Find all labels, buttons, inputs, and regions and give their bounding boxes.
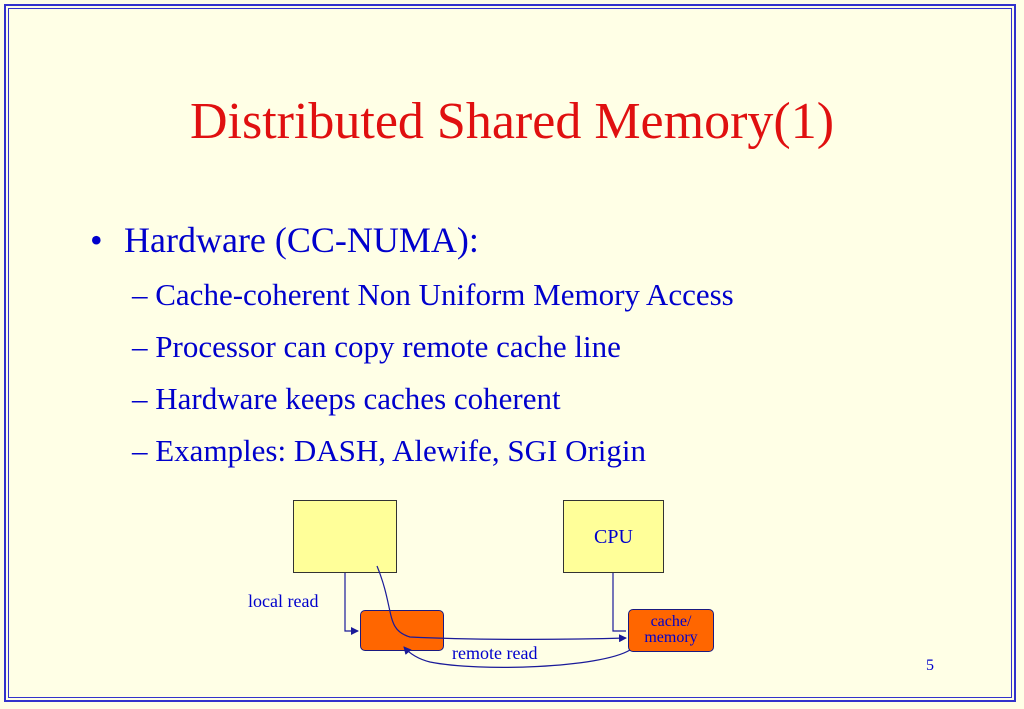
page-number: 5: [926, 657, 934, 674]
local-processor-box: [293, 500, 397, 573]
sub-item: – Cache-coherent Non Uniform Memory Acce…: [132, 277, 734, 312]
slide-frame-inner: [8, 8, 1012, 698]
sub-item: – Examples: DASH, Alewife, SGI Origin: [132, 433, 647, 468]
bullet-dot-icon: •: [90, 220, 103, 260]
bullet-item: • Hardware (CC-NUMA):: [90, 218, 479, 262]
remote-read-label: remote read: [452, 643, 538, 663]
sub-item: – Hardware keeps caches coherent: [132, 381, 561, 416]
slide-title: Distributed Shared Memory(1): [189, 93, 835, 150]
bullet-list: • Hardware (CC-NUMA): – Cache-coherent No…: [90, 0, 970, 500]
cache-label-line1: cache/: [650, 613, 692, 630]
cpu-box: CPU: [563, 500, 664, 573]
cache-label-line2: memory: [644, 629, 698, 646]
bullet-text: Hardware (CC-NUMA):: [124, 220, 479, 260]
remote-cache-memory-box: cache/ memory: [628, 609, 714, 652]
sub-item: – Processor can copy remote cache line: [132, 329, 621, 364]
slide-frame-outer: [4, 4, 1016, 702]
local-cache-box: [360, 610, 444, 651]
local-read-label: local read: [248, 591, 319, 611]
